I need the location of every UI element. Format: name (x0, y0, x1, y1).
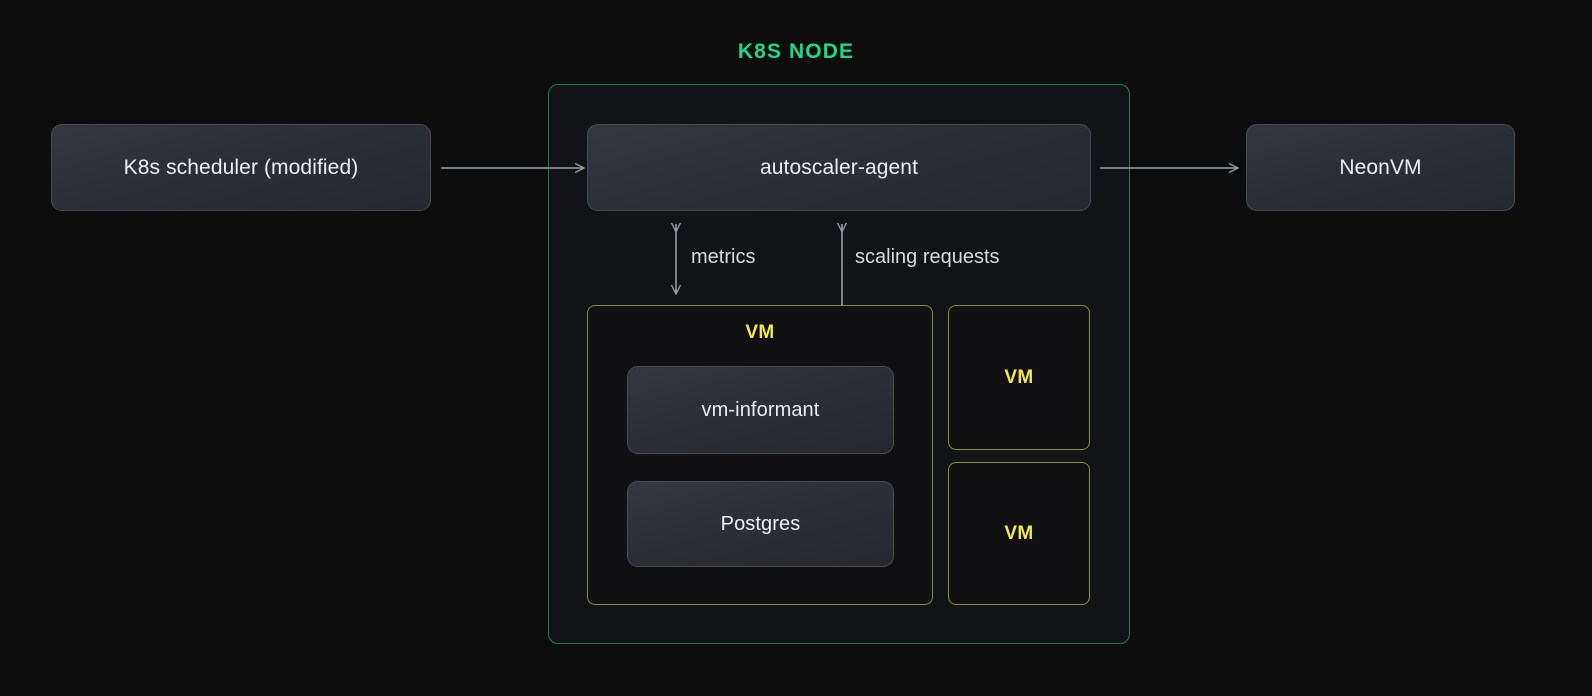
vm-informant-label: vm-informant (701, 398, 820, 421)
vm-side-label-1: VM (1004, 366, 1034, 388)
vm-side-container-1[interactable]: VM (948, 305, 1090, 450)
k8s-scheduler-label: K8s scheduler (modified) (123, 155, 359, 179)
connector-label-metrics: metrics (691, 246, 756, 268)
vm-side-label-2: VM (1004, 522, 1034, 544)
vm-informant-box[interactable]: vm-informant (627, 366, 894, 454)
autoscaler-agent-box[interactable]: autoscaler-agent (587, 124, 1091, 211)
page-title: K8S NODE (737, 40, 855, 63)
vm-main-label: VM (745, 322, 775, 343)
postgres-label: Postgres (720, 512, 801, 535)
postgres-box[interactable]: Postgres (627, 481, 894, 567)
vm-side-container-2[interactable]: VM (948, 462, 1090, 605)
k8s-scheduler-box[interactable]: K8s scheduler (modified) (51, 124, 431, 211)
neonvm-box[interactable]: NeonVM (1246, 124, 1515, 211)
neonvm-label: NeonVM (1339, 155, 1422, 179)
autoscaler-agent-label: autoscaler-agent (759, 155, 919, 179)
connector-label-scaling-requests: scaling requests (855, 246, 1000, 268)
